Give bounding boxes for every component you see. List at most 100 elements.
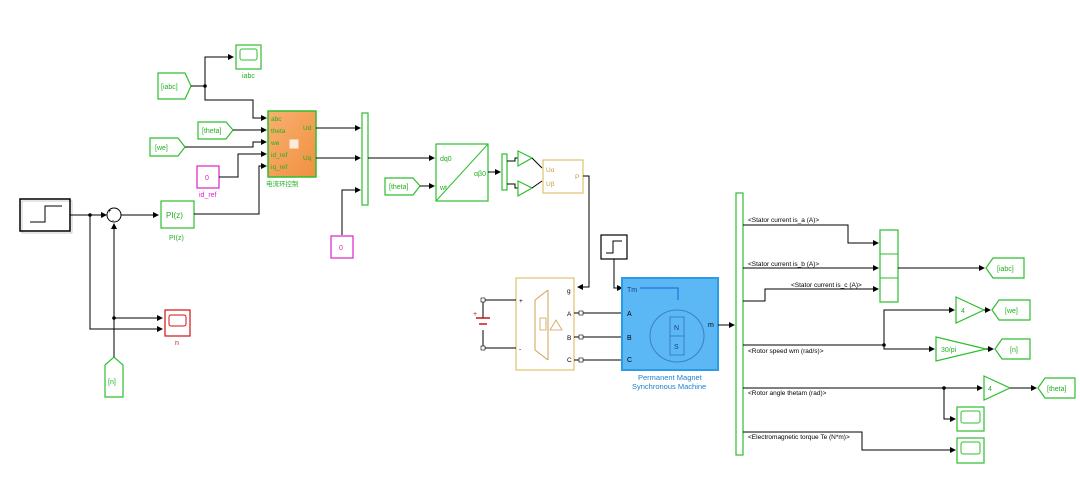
from-theta-block-2[interactable]: [theta]: [384, 177, 421, 196]
goto-we-label: [we]: [1005, 308, 1018, 315]
sum-block[interactable]: + -: [106, 207, 122, 224]
pi-block-label: PI(z): [169, 235, 184, 242]
mux-block-1[interactable]: [361, 112, 369, 206]
scope-n-label: n: [175, 340, 179, 347]
pmsm-rotor-n: N: [674, 325, 679, 332]
const-id-ref-block[interactable]: 0 id_ref: [196, 165, 220, 199]
dc-source[interactable]: +: [473, 297, 516, 351]
isc-wire: [743, 286, 879, 302]
dq0-to-ab0-block[interactable]: dq0 wt αβ0: [435, 143, 489, 202]
goto-we-block[interactable]: [we]: [991, 299, 1031, 321]
bus-signal-te: <Electromagnetic torque Te (N*m)>: [748, 434, 850, 441]
bus-selector-block[interactable]: [735, 192, 744, 456]
from-iabc-label: [iabc]: [161, 84, 178, 91]
step-block[interactable]: [19, 198, 73, 234]
svpwm-port-ua: Uα: [546, 167, 555, 174]
dq0-port-in1: dq0: [440, 156, 452, 163]
gain-4-we-value: 4: [961, 308, 965, 315]
inverter-dc-plus: +: [519, 298, 523, 305]
ctrl-port-we: we: [270, 140, 280, 147]
demux-out1-wire: [507, 157, 518, 162]
goto-iabc-label: [iabc]: [997, 266, 1014, 273]
from-theta-1-label: [theta]: [202, 128, 222, 135]
sum-plus-sign: +: [108, 209, 112, 215]
ctrl-port-iqref: iq_ref: [271, 164, 287, 171]
goto-n-block[interactable]: [n]: [994, 338, 1031, 360]
pi-to-controller-wire: [194, 163, 267, 215]
pmsm-port-b: B: [627, 335, 632, 342]
sum-minus-sign: -: [112, 218, 114, 224]
pmsm-port-a: A: [627, 311, 632, 318]
inverter-port-g: g: [567, 288, 571, 295]
pmsm-label-line2: Synchronous Machine: [632, 382, 706, 391]
zero-to-mux-wire: [341, 187, 361, 235]
gain-beta-out-wire: [531, 180, 543, 189]
goto-iabc-block[interactable]: [iabc]: [985, 257, 1025, 279]
wm-to-gain4-wire: [883, 307, 955, 345]
pmsm-rotor-s: S: [674, 344, 679, 351]
goto-theta-label: [theta]: [1047, 386, 1067, 393]
inverter-port-a: A: [567, 311, 572, 318]
dc-source-plus: +: [473, 311, 477, 318]
dq0-port-out: αβ0: [474, 171, 486, 178]
thetam-to-scope-wire: [943, 388, 956, 422]
from-theta-block-1[interactable]: [theta]: [197, 121, 234, 140]
gain-beta[interactable]: [517, 180, 534, 198]
wm-to-gain30pi-wire: [883, 345, 935, 352]
isa-wire: [743, 224, 879, 246]
from-we-label: [we]: [155, 145, 168, 152]
tm-to-pmsm-wire: [613, 259, 623, 291]
step-to-scope-wire: [89, 215, 163, 332]
pmsm-block[interactable]: Tm A B C m N S Permanent Magnet Synchron…: [621, 277, 719, 391]
const-zero-value: 0: [339, 245, 343, 252]
pi-block-text: PI(z): [166, 211, 183, 220]
idref-to-controller-wire: [219, 151, 267, 178]
gain-30pi[interactable]: 30/pi: [935, 336, 987, 362]
gain-alpha[interactable]: [517, 150, 534, 168]
svpwm-block[interactable]: Uα Uβ P: [542, 159, 584, 194]
goto-theta-block[interactable]: [theta]: [1037, 377, 1076, 399]
const-zero-block[interactable]: 0: [330, 235, 354, 259]
const-id-ref-label: id_ref: [199, 192, 217, 199]
bus-signal-wm: <Rotor speed wm (rad/s)>: [748, 348, 824, 355]
step-tm-block[interactable]: [600, 234, 628, 260]
gain-4-theta[interactable]: 4: [983, 375, 1012, 401]
iabc-to-scope-wire: [191, 54, 234, 87]
pmsm-label-line1: Permanent Magnet: [638, 373, 703, 382]
const-id-ref-value: 0: [205, 175, 209, 182]
scope-n[interactable]: n: [164, 309, 191, 347]
ctrl-port-idref: id_ref: [271, 152, 287, 159]
we-to-controller-wire: [185, 139, 267, 148]
te-to-scope-wire: [743, 431, 956, 453]
inverter-block[interactable]: g A B C + -: [515, 277, 575, 371]
svpwm-port-ub: Uβ: [546, 181, 555, 188]
scope-iabc[interactable]: iabc: [235, 44, 262, 80]
gain-4-theta-value: 4: [988, 386, 992, 393]
iabc-to-controller-wire: [204, 86, 267, 121]
pi-block[interactable]: PI(z) PI(z): [160, 200, 195, 242]
demux-block[interactable]: [501, 153, 508, 191]
ctrl-port-ud: Ud: [303, 125, 312, 132]
inverter-dc-minus: -: [519, 346, 521, 353]
demux-out2-wire: [507, 183, 518, 189]
bus-signal-thetam: <Rotor angle thetam (rad)>: [748, 390, 827, 397]
gain-4-we[interactable]: 4: [955, 296, 986, 324]
dq0-port-in2: wt: [439, 185, 447, 192]
inverter-port-b: B: [567, 335, 571, 342]
from-n-label: [n]: [108, 379, 116, 386]
from-n-block[interactable]: [n]: [104, 356, 124, 398]
pmsm-port-c: C: [627, 357, 632, 364]
pmsm-port-tm: Tm: [627, 287, 637, 294]
ctrl-port-uq: Uq: [303, 155, 312, 162]
svpwm-port-p: P: [575, 174, 579, 181]
mux-block-2[interactable]: [879, 229, 899, 303]
pmsm-port-m: m: [708, 322, 714, 329]
goto-iabc-from-block[interactable]: [iabc]: [157, 72, 192, 100]
goto-n-label: [n]: [1010, 347, 1018, 354]
scope-theta[interactable]: [956, 406, 985, 432]
scope-te[interactable]: [956, 437, 985, 464]
bus-signal-isb: <Stator current is_b (A)>: [748, 261, 819, 268]
from-we-block[interactable]: [we]: [149, 137, 186, 157]
current-controller-subsystem[interactable]: abc theta we id_ref iq_ref Ud Uq 电流环控制: [266, 110, 317, 188]
